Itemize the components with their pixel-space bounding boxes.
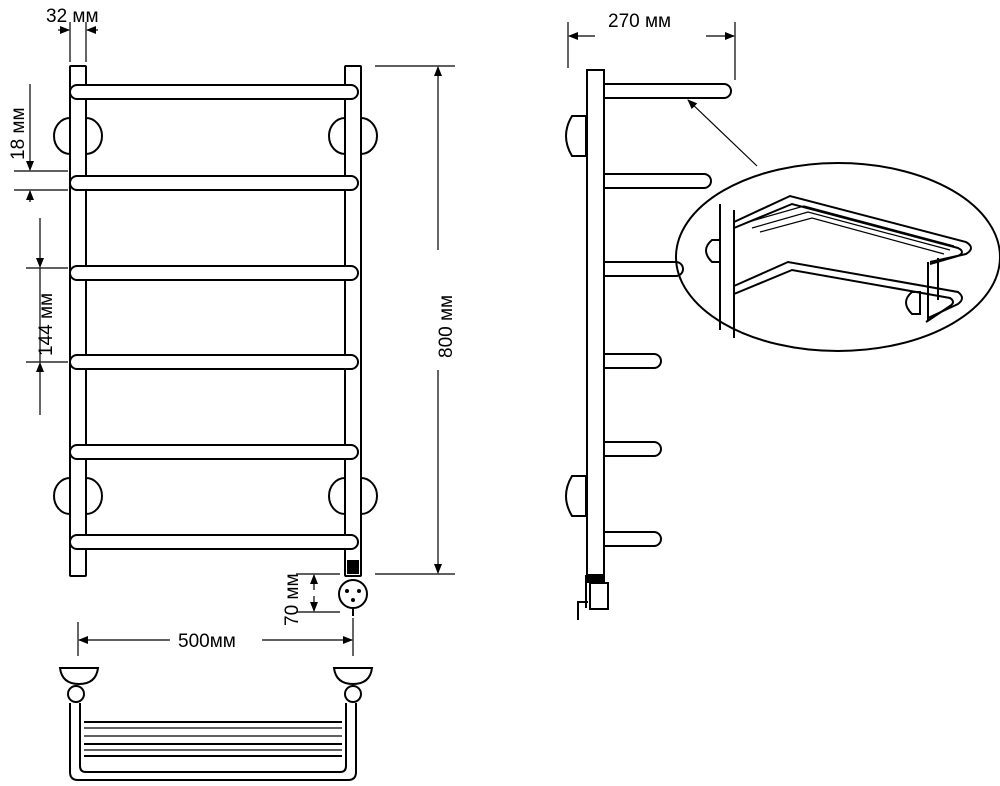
detail-leader-arrow — [687, 99, 758, 167]
rung-3 — [69, 265, 359, 281]
bracket-knob-left — [67, 685, 85, 703]
detail-ellipse — [675, 162, 1000, 352]
side-wall-mount-top — [565, 115, 587, 157]
bracket-knob-right — [344, 685, 362, 703]
side-arm-3 — [603, 261, 684, 277]
rung-5 — [69, 444, 359, 460]
detail-callout — [675, 162, 1000, 352]
side-heater — [577, 575, 609, 620]
top-frame-inner — [79, 703, 347, 773]
side-arm-1 — [603, 83, 732, 99]
top-view — [58, 667, 374, 781]
dim-depth-label: 270 мм — [608, 11, 671, 32]
rung-4 — [69, 354, 359, 370]
front-view: 32 мм 18 мм 144 мм 800 мм — [8, 6, 457, 656]
dim-width: 500мм — [77, 618, 354, 656]
wall-mount-top-right — [328, 117, 378, 155]
rung-2 — [69, 175, 359, 191]
dim-offset-label: 70 мм — [282, 573, 303, 626]
side-view: 270 мм — [565, 11, 758, 620]
dim-offset: 70 мм — [282, 573, 340, 626]
right-upright — [344, 65, 362, 577]
side-arm-2 — [603, 173, 712, 189]
dim-tube-diameter-label: 32 мм — [46, 6, 99, 27]
wall-mount-bottom-right — [328, 477, 378, 515]
top-frame-outer — [69, 703, 357, 781]
side-post — [586, 69, 605, 576]
dim-depth: 270 мм — [567, 11, 736, 80]
rung-1 — [69, 84, 359, 100]
wall-mount-top-left — [53, 117, 103, 155]
rung-6 — [69, 534, 359, 550]
dim-spacing: 144 мм — [26, 218, 68, 415]
dim-height-label: 800 мм — [436, 295, 457, 358]
left-upright — [69, 65, 87, 577]
dim-spacing-label: 144 мм — [36, 293, 57, 356]
dim-width-label: 500мм — [178, 631, 236, 652]
side-arm-5 — [603, 441, 662, 457]
dim-height: 800 мм — [375, 65, 457, 575]
wall-mount-bottom-left — [53, 477, 103, 515]
wall-cup-left — [58, 667, 100, 686]
heater-connector — [338, 560, 368, 616]
dim-gap: 18 мм — [8, 84, 68, 202]
side-arm-4 — [603, 353, 662, 369]
side-arm-6 — [603, 531, 662, 547]
dim-gap-label: 18 мм — [8, 107, 29, 160]
dim-tube-diameter: 32 мм — [46, 6, 99, 62]
side-wall-mount-bottom — [565, 475, 587, 517]
wall-cup-right — [332, 667, 374, 686]
